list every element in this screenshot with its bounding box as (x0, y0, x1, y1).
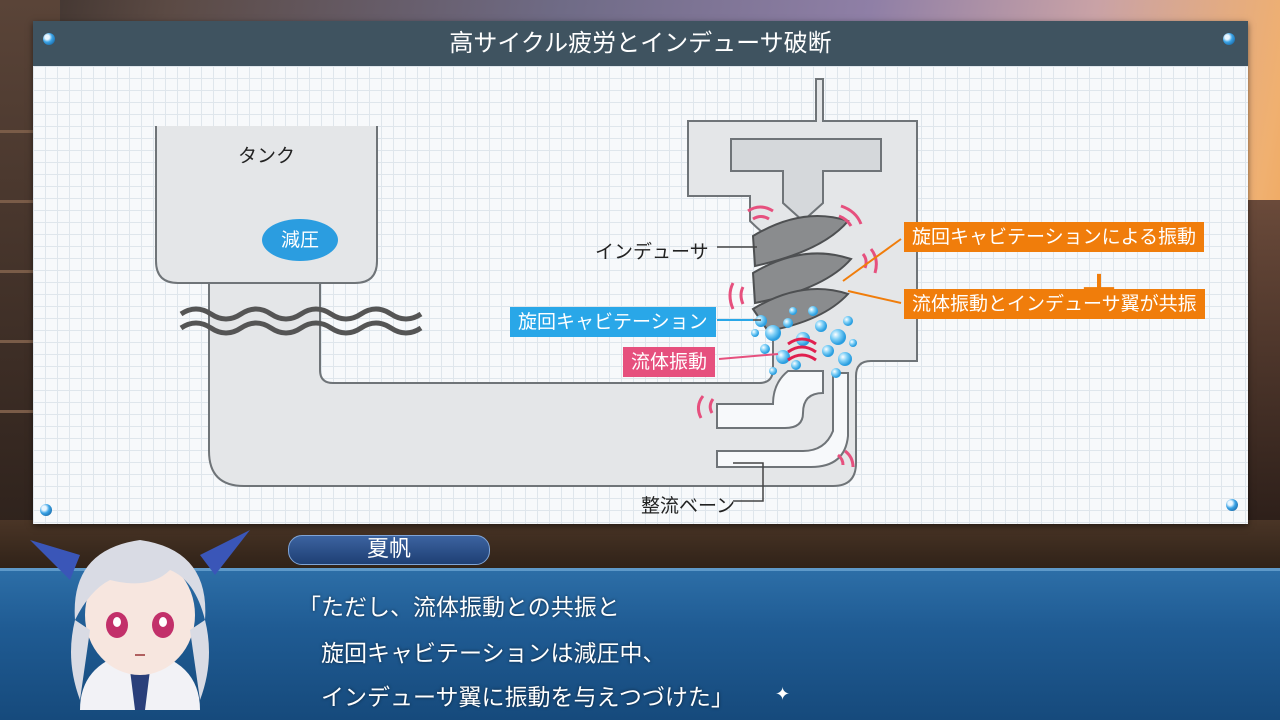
pump-housing (730, 138, 882, 223)
dialogue-line-3: インデューサ翼に振動を与えつづけた」 (298, 685, 734, 711)
character-portrait (30, 530, 250, 710)
fluid-vibration-tag: 流体振動 (623, 347, 716, 377)
star-icon[interactable]: ✦ (775, 684, 791, 705)
feed-pipe (208, 78, 918, 487)
diagram-svg (155, 78, 918, 502)
pin-icon-bottom-left (40, 504, 52, 516)
decompression-badge: 減圧 (262, 219, 338, 261)
inducer-spiral (751, 215, 853, 333)
diagram-panel: 高サイクル疲労とインデューサ破断 (33, 21, 1248, 524)
break-wave (179, 306, 423, 336)
swirl-cavitation-tag: 旋回キャビテーション (510, 307, 716, 337)
pin-icon-bottom-right (1226, 499, 1238, 511)
inducer-label: インデューサ (595, 241, 709, 263)
dialogue-line-1: 「ただし、流体振動との共振と (298, 595, 620, 621)
dialogue-box[interactable] (0, 568, 1280, 720)
annotation-bottom-tag: 流体振動とインデューサ翼が共振 (904, 289, 1205, 319)
dialogue-line-2: 旋回キャビテーションは減圧中、 (298, 641, 666, 667)
pin-icon-top-left (43, 33, 55, 45)
panel-title: 高サイクル疲労とインデューサ破断 (33, 21, 1248, 66)
pin-icon-top-right (1223, 33, 1235, 45)
guide-vane-label: 整流ベーン (641, 495, 736, 517)
fluid-vibration-mark (787, 337, 817, 362)
speaker-name: 夏帆 (288, 535, 490, 565)
annotation-top-tag: 旋回キャビテーションによる振動 (904, 222, 1205, 252)
vibration-marks (696, 204, 878, 468)
guide-vanes (716, 370, 849, 468)
leader-lines-color (717, 238, 902, 360)
tank-label: タンク (238, 145, 296, 167)
